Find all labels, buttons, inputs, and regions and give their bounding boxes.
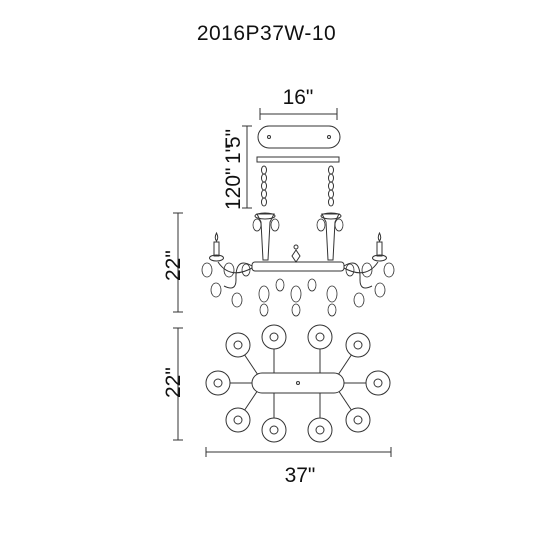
top-view-depth-label: 22" [162,367,185,398]
canopy-width-label: 16" [283,86,314,109]
chain-dimension [242,125,252,209]
chain-length-label: 120" [222,168,245,211]
canopy-side [257,125,341,149]
canopy-width-dimension [259,108,338,120]
crystals [201,218,395,317]
chain-left [261,165,267,207]
body-height-dimension [173,212,183,313]
canopy-height-label: 1" [222,145,245,164]
canopy-depth-label: 5" [222,129,245,148]
top-view-depth-dimension [173,327,183,441]
ceiling-plate [256,156,340,163]
chandelier-body [209,212,387,289]
top-view [205,324,391,443]
overall-width-dimension [205,447,392,457]
chain-right [328,165,334,207]
body-height-label: 22" [162,250,185,281]
overall-width-label: 37" [285,464,316,487]
model-number: 2016P37W-10 [196,22,337,45]
